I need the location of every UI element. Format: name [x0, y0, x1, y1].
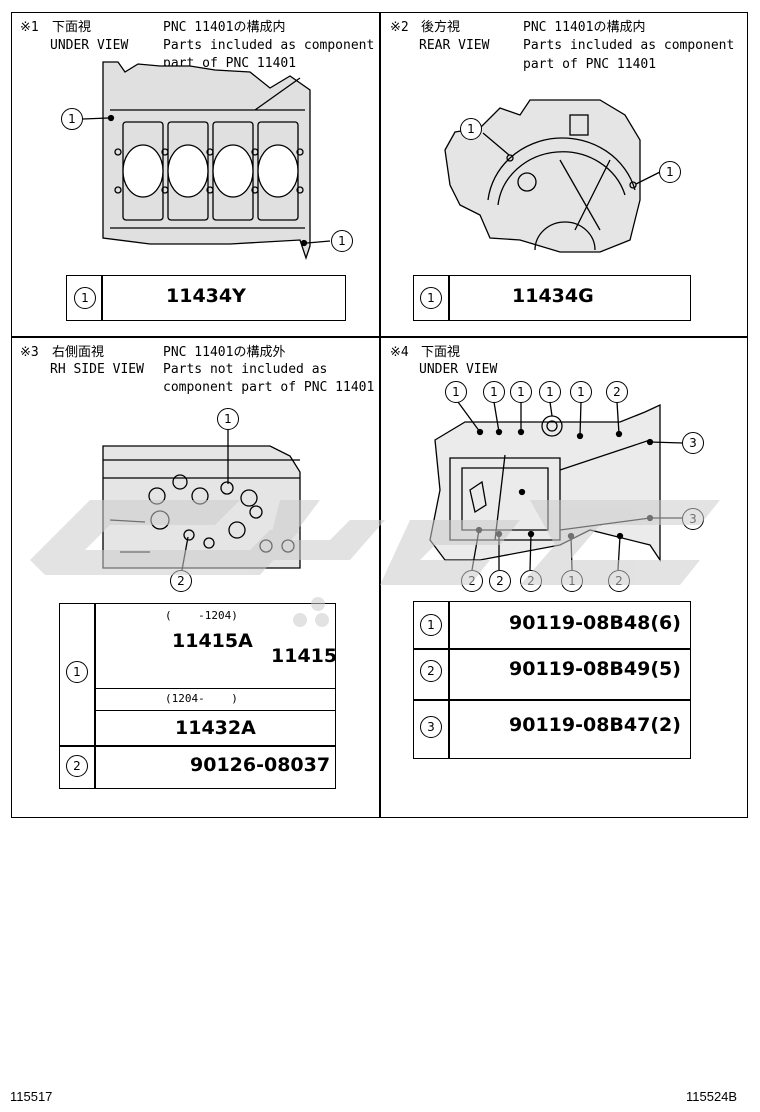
footer-left-code: 115517	[10, 1089, 53, 1104]
part-number-11415a[interactable]: 11415A	[172, 630, 253, 652]
callout-panel4-top-1: 1	[445, 381, 467, 403]
panel3-pnc: PNC 11401の構成外	[163, 345, 286, 360]
panel1-table-ref: 1	[74, 287, 96, 309]
part-number-90119-08b47[interactable]: 90119-08B47(2)	[509, 714, 681, 736]
panel4-mark: ※4	[390, 345, 409, 360]
callout-panel4-top-2: 1	[483, 381, 505, 403]
panel2-table-ref: 1	[420, 287, 442, 309]
panel2-mark: ※2	[390, 20, 409, 35]
panel3-table-ref-1: 1	[66, 661, 88, 683]
panel3-note-line2: component part of PNC 11401	[163, 380, 375, 395]
panel1-block-drawing	[82, 61, 331, 261]
date-range-from-1204: (1204- )	[165, 692, 238, 705]
part-number-11434g[interactable]: 11434G	[512, 285, 594, 307]
panel3-parts-table	[59, 603, 336, 789]
part-number-11434y[interactable]: 11434Y	[166, 285, 246, 307]
part-number-90119-08b48[interactable]: 90119-08B48(6)	[509, 612, 681, 634]
footer-right-code: 115524B	[686, 1089, 738, 1104]
panel2-title-jp: 後方視	[421, 20, 461, 35]
panel1-note-line1: Parts included as component	[163, 38, 375, 53]
panel3-mark: ※3	[20, 345, 39, 360]
panel-divider-horizontal	[11, 336, 748, 338]
callout-panel1-bottom: 1	[331, 230, 353, 252]
panel2-parts-table	[413, 275, 691, 321]
panel1-title-en: UNDER VIEW	[50, 38, 129, 53]
panel4-table-ref-2: 2	[420, 660, 442, 682]
panel2-pnc: PNC 11401の構成内	[523, 20, 646, 35]
panel2-title-en: REAR VIEW	[419, 38, 490, 53]
part-number-90119-08b49[interactable]: 90119-08B49(5)	[509, 658, 681, 680]
callout-panel4-top-6: 2	[606, 381, 628, 403]
panel1-title-jp: 下面視	[52, 20, 92, 35]
callout-panel3-top: 1	[217, 408, 239, 430]
panel2-note-line2: part of PNC 11401	[523, 57, 657, 72]
callout-panel1-top: 1	[61, 108, 83, 130]
callout-panel4-bottom-2: 2	[489, 570, 511, 592]
panel3-title-en: RH SIDE VIEW	[50, 362, 144, 377]
panel3-title-jp: 右側面視	[52, 345, 105, 360]
panel1-parts-table	[66, 275, 346, 321]
panel4-title-jp: 下面視	[421, 345, 461, 360]
panel2-block-drawing	[444, 99, 661, 253]
panel3-table-ref-2: 2	[66, 755, 88, 777]
panel4-table-ref-3: 3	[420, 716, 442, 738]
callout-panel4-right-1: 3	[682, 432, 704, 454]
panel-divider-vertical	[379, 12, 381, 818]
date-range-until-1204: ( -1204)	[165, 609, 238, 622]
panel4-table-ref-1: 1	[420, 614, 442, 636]
panel2-note-line1: Parts included as component	[523, 38, 735, 53]
part-number-11415[interactable]: 11415	[271, 645, 338, 667]
panel1-mark: ※1	[20, 20, 39, 35]
part-number-11432a[interactable]: 11432A	[175, 717, 256, 739]
callout-panel4-top-5: 1	[570, 381, 592, 403]
callout-panel4-top-4: 1	[539, 381, 561, 403]
panel3-note-line1: Parts not included as	[163, 362, 328, 377]
panel4-title-en: UNDER VIEW	[419, 362, 498, 377]
panel1-pnc: PNC 11401の構成内	[163, 20, 286, 35]
callout-panel2-left: 1	[460, 118, 482, 140]
callout-panel2-right: 1	[659, 161, 681, 183]
panel4-parts-table	[413, 601, 691, 759]
callout-panel4-top-3: 1	[510, 381, 532, 403]
part-number-90126-08037[interactable]: 90126-08037	[190, 754, 331, 776]
